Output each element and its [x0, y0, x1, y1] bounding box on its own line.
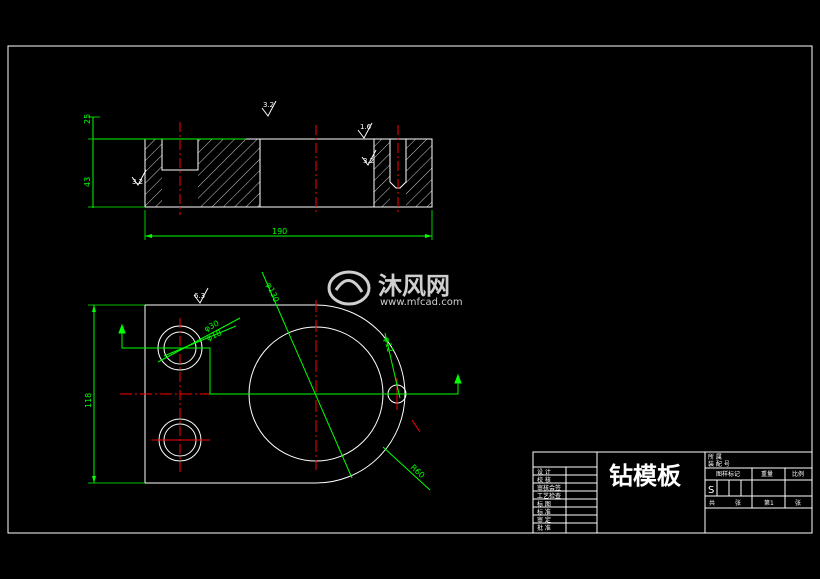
section-cut-line [118, 323, 462, 395]
roughness-symbols-bottom: 6.3 [193, 287, 209, 304]
tb-row-2: 校 核 [537, 476, 551, 484]
dim-radius-60: R60 [409, 463, 427, 480]
dim-dia-12: φ12 [382, 336, 395, 353]
hatch-left-center [198, 139, 260, 207]
tb-header-scale: 比例 [792, 470, 804, 478]
tb-sheet-no-unit: 张 [795, 499, 801, 507]
section-view [95, 122, 433, 215]
tb-row-1: 设 计 [537, 468, 551, 476]
dim-height-25: 25 [83, 114, 92, 124]
tb-row-6: 标 准 [537, 508, 551, 516]
dim-dia-130: φ130 [264, 281, 281, 303]
watermark-text: 沐风网 [378, 272, 450, 300]
tb-owner: 所 属 [708, 453, 722, 461]
tb-sheet-no: 第1 [764, 499, 774, 507]
roughness-top-center: 3.2 [263, 101, 274, 109]
title-block [532, 451, 813, 534]
roughness-symbols-top: 3.2 1.6 3.2 3.2 [131, 100, 377, 186]
hatch-right [374, 139, 390, 207]
tb-header-weight: 重量 [761, 470, 773, 478]
tb-sheet-total-unit: 张 [735, 499, 741, 507]
dim-width-190: 190 [272, 227, 287, 236]
tb-mark: S [708, 485, 714, 496]
title-block-text: 钻模板 设 计 校 核 审核会签 工艺检查 标 图 标 准 审 定 批 准 所 … [537, 453, 804, 532]
roughness-top-left: 3.2 [132, 178, 143, 186]
dim-height-118: 118 [84, 393, 93, 408]
plan-view [120, 300, 433, 484]
tb-header-mark: 图样标记 [716, 470, 740, 478]
tb-assembly: 装 配 号 [708, 460, 730, 468]
tb-row-7: 审 定 [537, 516, 551, 524]
drawing-border [7, 45, 813, 534]
hatch-right-2 [406, 139, 432, 207]
tb-row-3: 审核会签 [537, 484, 561, 492]
tb-sheet-total: 共 [709, 499, 715, 507]
section-outline [144, 138, 433, 208]
roughness-bottom-left: 6.3 [194, 292, 205, 300]
dim-height-43: 43 [83, 177, 92, 187]
tb-row-4: 工艺检查 [537, 492, 561, 500]
section-dimensions: 25 43 190 [83, 114, 433, 240]
watermark: 沐风网 www.mfcad.com [327, 270, 463, 308]
roughness-top-right-2: 3.2 [363, 157, 374, 165]
tb-row-8: 批 准 [537, 524, 551, 532]
hatch-left [145, 139, 162, 207]
roughness-top-right: 1.6 [360, 123, 372, 131]
part-name: 钻模板 [609, 462, 682, 490]
tb-row-5: 标 图 [537, 500, 551, 508]
watermark-logo-icon [327, 270, 371, 306]
watermark-url: www.mfcad.com [380, 297, 463, 308]
